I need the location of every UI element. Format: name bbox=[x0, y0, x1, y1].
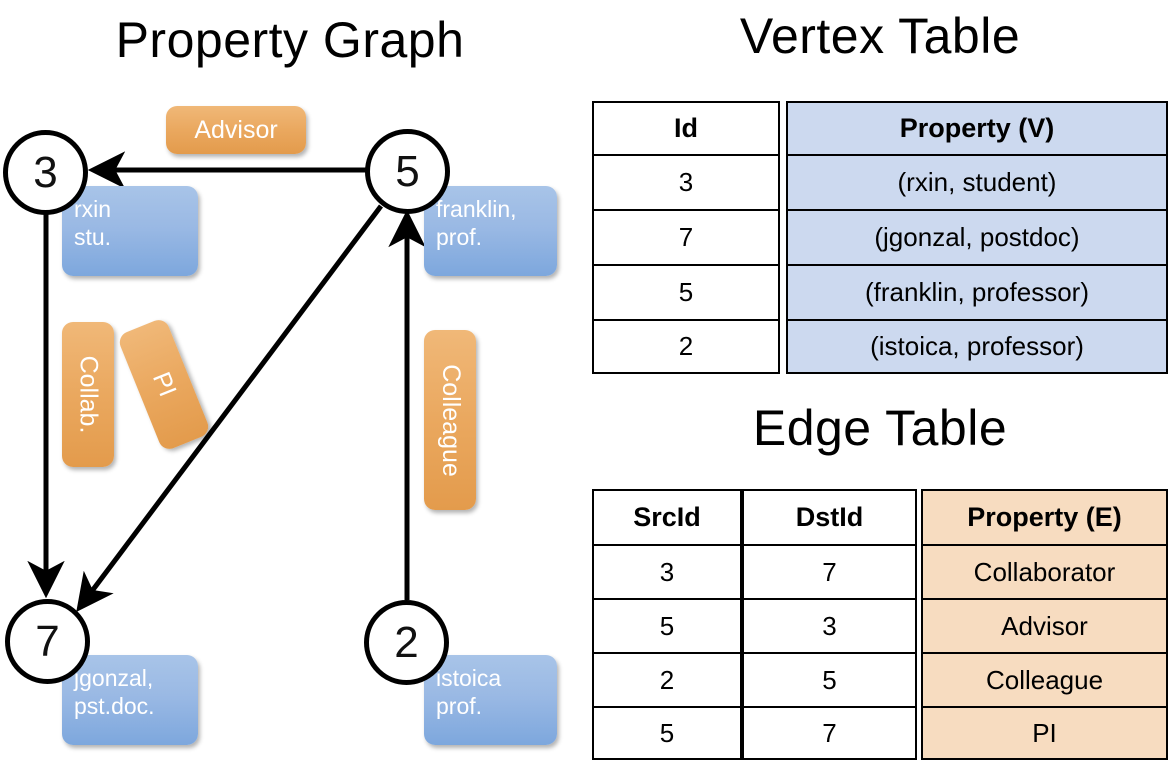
vertex-property-box-3-line2: stu. bbox=[74, 224, 112, 250]
edge-table-dstid-column: DstId 7 3 5 7 bbox=[742, 489, 917, 760]
table-row: 3 bbox=[594, 546, 740, 600]
graph-node-5-label: 5 bbox=[395, 146, 420, 196]
table-row: 5 bbox=[744, 654, 915, 708]
edge-table-header-property: Property (E) bbox=[923, 491, 1166, 546]
table-row: (jgonzal, postdoc) bbox=[788, 211, 1166, 266]
table-row: (franklin, professor) bbox=[788, 266, 1166, 321]
vertex-property-box-2-line2: prof. bbox=[436, 693, 483, 719]
table-row: 7 bbox=[744, 708, 915, 758]
vertex-table-id-column: Id 3 7 5 2 bbox=[592, 101, 780, 374]
edge-table-header-srcid: SrcId bbox=[594, 491, 740, 546]
edge-pi-5-to-7 bbox=[76, 204, 383, 612]
edge-label-advisor-text: Advisor bbox=[194, 115, 278, 144]
edge-label-collab: Collab. bbox=[62, 322, 114, 467]
table-row: 3 bbox=[594, 156, 778, 211]
edge-label-colleague-text: Colleague bbox=[436, 363, 465, 477]
graph-node-5[interactable]: 5 bbox=[365, 129, 450, 214]
table-row: 5 bbox=[594, 266, 778, 321]
vertex-property-box-3-line1: rxin bbox=[74, 196, 112, 222]
graph-node-2-label: 2 bbox=[394, 617, 419, 667]
edge-label-collab-text: Collab. bbox=[74, 355, 103, 434]
table-row: Collaborator bbox=[923, 546, 1166, 600]
graph-edges-svg bbox=[27, 151, 426, 612]
table-row: Advisor bbox=[923, 600, 1166, 654]
table-row: (rxin, student) bbox=[788, 156, 1166, 211]
vertex-property-box-2: istoica prof. bbox=[424, 655, 557, 745]
vertex-property-box-5-line2: prof. bbox=[436, 224, 483, 250]
graph-node-3-label: 3 bbox=[33, 147, 58, 197]
vertex-property-box-5-line1: franklin, bbox=[436, 196, 517, 222]
edge-label-pi-text: PI bbox=[147, 368, 182, 401]
vertex-table-property-column: Property (V) (rxin, student) (jgonzal, p… bbox=[786, 101, 1168, 374]
page-title-edge-table: Edge Table bbox=[752, 400, 1008, 456]
vertex-property-box-7: jgonzal, pst.doc. bbox=[62, 655, 198, 745]
edge-table-property-column: Property (E) Collaborator Advisor Collea… bbox=[921, 489, 1168, 760]
graph-node-2[interactable]: 2 bbox=[364, 600, 449, 685]
vertex-table-header-id: Id bbox=[594, 103, 778, 156]
table-row: 7 bbox=[744, 546, 915, 600]
page-title-property-graph: Property Graph bbox=[115, 12, 465, 68]
table-row: 5 bbox=[594, 600, 740, 654]
graph-node-7[interactable]: 7 bbox=[5, 599, 90, 684]
vertex-property-box-7-line2: pst.doc. bbox=[74, 693, 155, 719]
vertex-property-box-5: franklin, prof. bbox=[424, 186, 557, 276]
vertex-table-header-property: Property (V) bbox=[788, 103, 1166, 156]
vertex-property-box-2-line1: istoica bbox=[436, 665, 502, 691]
edge-table-srcid-column: SrcId 3 5 2 5 bbox=[592, 489, 742, 760]
table-row: 7 bbox=[594, 211, 778, 266]
table-row: Colleague bbox=[923, 654, 1166, 708]
graph-node-7-label: 7 bbox=[35, 616, 60, 666]
table-row: (istoica, professor) bbox=[788, 321, 1166, 372]
table-row: 5 bbox=[594, 708, 740, 758]
vertex-property-box-7-line1: jgonzal, bbox=[74, 665, 154, 691]
edge-label-colleague: Colleague bbox=[424, 330, 476, 510]
edge-table-header-dstid: DstId bbox=[744, 491, 915, 546]
vertex-property-box-3: rxin stu. bbox=[62, 186, 198, 276]
edge-label-advisor: Advisor bbox=[166, 106, 306, 154]
table-row: PI bbox=[923, 708, 1166, 758]
table-row: 2 bbox=[594, 321, 778, 372]
table-row: 3 bbox=[744, 600, 915, 654]
table-row: 2 bbox=[594, 654, 740, 708]
graph-node-3[interactable]: 3 bbox=[3, 130, 88, 215]
page-title-vertex-table: Vertex Table bbox=[739, 8, 1021, 64]
